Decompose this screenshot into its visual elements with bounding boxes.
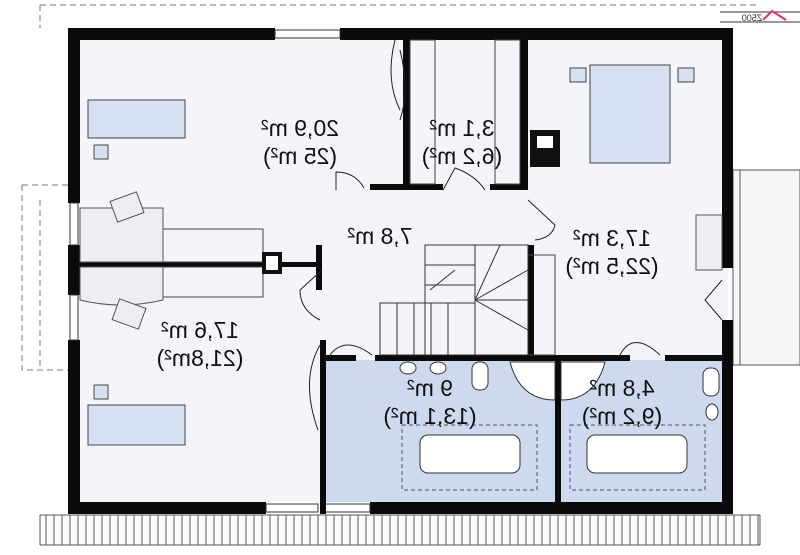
room-gross-bedroom-right: (22,5 m²)	[565, 253, 658, 279]
room-area-bedroom-right: 17,3 m²	[573, 225, 651, 251]
room-area-bedroom-top-left: 20,9 m²	[261, 115, 339, 141]
room-gross-bedroom-top-left: (25 m²)	[263, 143, 337, 169]
room-labels: 20,9 m² (25 m²) 3,1 m² (6,2 m²) 7,8 m² 1…	[157, 115, 663, 429]
room-area-bathroom-small: 4,8 m²	[589, 375, 655, 401]
room-gross-bedroom-bottom-left: (21,8m²)	[157, 345, 244, 371]
room-area-hall: 7,8 m²	[347, 223, 413, 249]
outer-walls	[68, 28, 733, 514]
bath-dashed	[401, 424, 706, 491]
room-gross-wardrobe: (6,2 m²)	[422, 143, 503, 169]
dresser	[695, 214, 723, 271]
beds	[87, 64, 695, 446]
bathroom-main-floor	[326, 360, 555, 502]
bathroom-fixtures	[399, 361, 720, 474]
room-gross-bathroom-small: (9,2 m²)	[582, 403, 663, 429]
top-ruler	[720, 11, 800, 23]
windows	[69, 29, 371, 513]
balcony	[732, 169, 800, 366]
logo-text: Z500	[742, 13, 763, 23]
doors	[299, 39, 723, 431]
staircase	[379, 244, 529, 356]
room-gross-bathroom-main: (13,1 m²)	[383, 403, 476, 429]
roof-hatching	[39, 514, 761, 546]
interior-walls	[80, 40, 725, 514]
chimney	[262, 130, 560, 274]
room-area-bedroom-bottom-left: 17,6 m²	[161, 317, 239, 343]
room-area-wardrobe: 3,1 m²	[429, 115, 495, 141]
room-area-bathroom-main: 9 m²	[407, 375, 453, 401]
desks	[79, 191, 164, 330]
z500-logo: Z500	[742, 9, 787, 23]
